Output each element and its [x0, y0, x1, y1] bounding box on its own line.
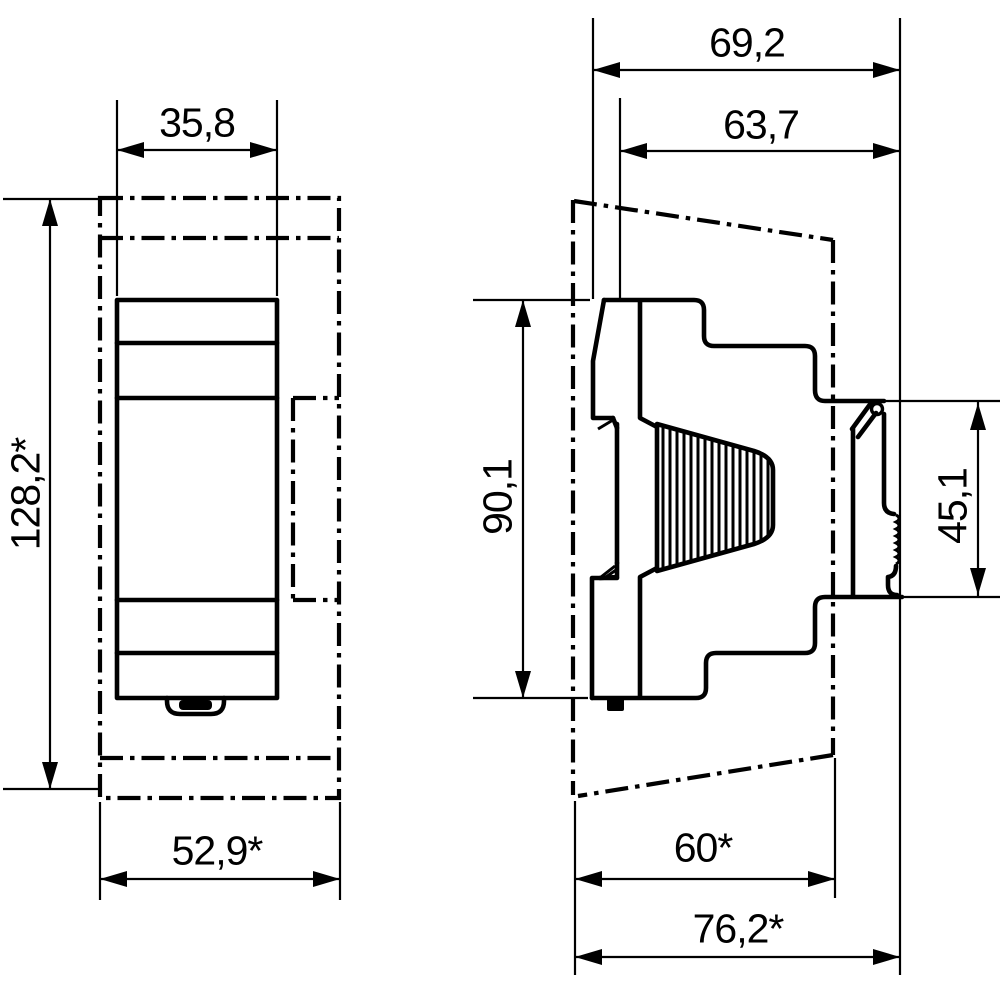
- dim-label-side-depth-lower: 60*: [673, 824, 734, 871]
- dimension-front-width-top: [115, 100, 279, 296]
- dim-label-side-depth-upper: 63,7: [723, 101, 800, 148]
- front-view: [97, 195, 342, 801]
- dimension-front-height: [3, 197, 98, 791]
- din-rail-profile: [849, 400, 901, 598]
- front-clearance-outline: [97, 195, 342, 801]
- front-din-clip: [164, 695, 227, 717]
- dim-label-side-depth-total: 69,2: [709, 19, 786, 66]
- dim-label-front-height: 128,2*: [2, 437, 49, 551]
- dimension-side-depth-total: [591, 18, 902, 975]
- side-view: [570, 198, 905, 799]
- dimension-side-depth-max: [575, 949, 900, 965]
- dim-label-side-depth-max: 76,2*: [692, 905, 785, 952]
- dimension-front-width-bottom: [98, 802, 342, 900]
- dimension-side-depth-lower: [573, 758, 837, 975]
- dimension-side-depth-upper: [618, 98, 900, 300]
- front-device-body: [114, 297, 280, 701]
- dim-label-front-width-top: 35,8: [159, 99, 236, 146]
- dimension-side-body-height: [473, 298, 590, 700]
- dim-label-side-rail-height: 45,1: [929, 468, 976, 544]
- terminal-hatch: [661, 424, 770, 571]
- dim-label-side-body-height: 90,1: [474, 459, 521, 535]
- dim-label-front-width-bottom: 52,9*: [171, 827, 264, 874]
- dimension-side-rail-height: [884, 399, 1000, 599]
- side-device-profile: [589, 297, 905, 711]
